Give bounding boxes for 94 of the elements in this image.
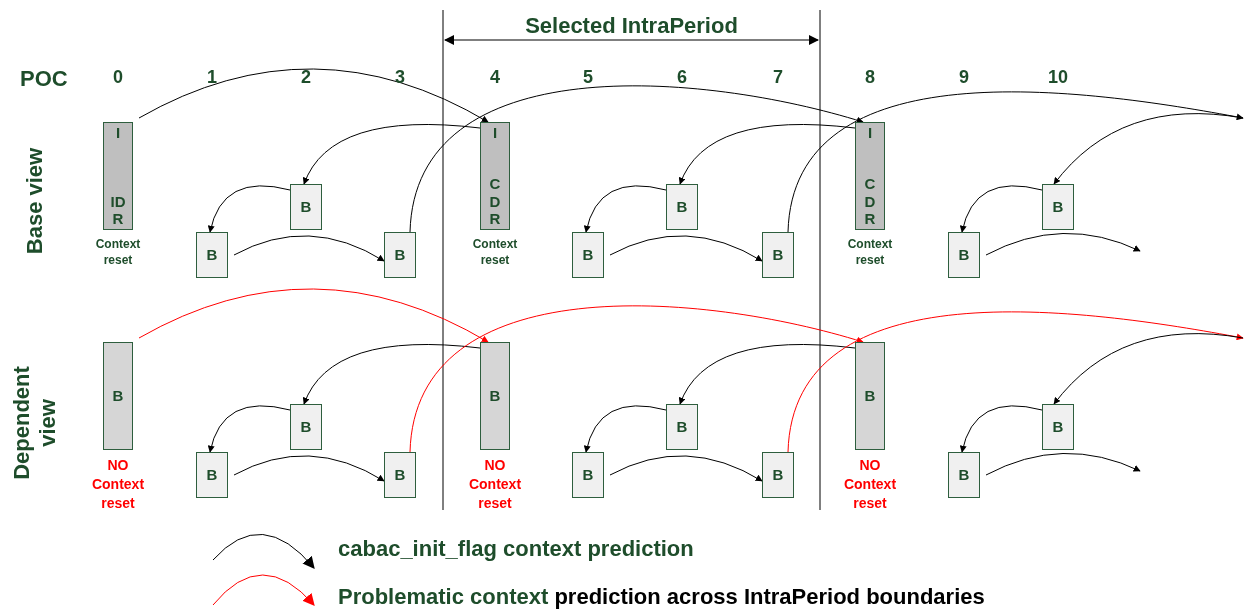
- frame-type-label: B: [958, 246, 970, 264]
- arrow: [138, 288, 489, 343]
- arrow: [584, 185, 667, 233]
- legend-text: Problematic context prediction across IntraPeriod boundaries: [338, 583, 985, 611]
- frame-type-label: B: [206, 246, 218, 264]
- picture-bar: [480, 342, 510, 450]
- poc-number: 3: [394, 66, 406, 89]
- arrow: [787, 311, 1244, 453]
- arrow: [679, 344, 856, 405]
- picture-box: [196, 232, 228, 278]
- picture-box: [572, 232, 604, 278]
- arrow: [1053, 333, 1244, 405]
- poc-number: 10: [1047, 66, 1069, 89]
- frame-type-label: B: [394, 466, 406, 484]
- frame-type-label: B: [676, 198, 688, 216]
- arrow: [208, 405, 291, 453]
- arrow: [303, 124, 481, 185]
- row-label: Base view: [22, 146, 48, 257]
- picture-box: [762, 232, 794, 278]
- arrow: [208, 185, 291, 233]
- picture-box: [1042, 184, 1074, 230]
- poc-number: 6: [676, 66, 688, 89]
- arrow: [1053, 113, 1244, 185]
- arrow: [409, 305, 864, 453]
- frame-type-label: B: [582, 246, 594, 264]
- frame-type-label: B: [958, 466, 970, 484]
- note-text: Context reset: [846, 236, 894, 268]
- frame-type-label: I: [115, 125, 121, 142]
- arrow: [584, 405, 667, 453]
- picture-box: [666, 184, 698, 230]
- poc-number: 8: [864, 66, 876, 89]
- picture-box: [290, 184, 322, 230]
- frame-type-label: CDR: [488, 175, 502, 227]
- arrow: [960, 405, 1043, 453]
- arrow: [787, 91, 1244, 233]
- picture-bar: [480, 122, 510, 230]
- arrow: [985, 233, 1141, 256]
- picture-box: [196, 452, 228, 498]
- frame-type-label: B: [582, 466, 594, 484]
- picture-box: [948, 452, 980, 498]
- row-label: Dependent view: [9, 365, 61, 482]
- picture-box: [572, 452, 604, 498]
- arrow: [303, 344, 481, 405]
- poc-number: 2: [300, 66, 312, 89]
- frame-type-label: B: [489, 387, 501, 405]
- frame-type-label: B: [676, 418, 688, 436]
- arrow: [233, 455, 385, 482]
- frame-type-label: I: [492, 125, 498, 142]
- frame-type-label: CDR: [863, 175, 877, 227]
- picture-box: [762, 452, 794, 498]
- frame-type-label: I: [867, 125, 873, 142]
- frame-type-label: B: [112, 387, 124, 405]
- picture-bar: [103, 342, 133, 450]
- frame-type-label: B: [394, 246, 406, 264]
- note-text: Context reset: [471, 236, 519, 268]
- picture-box: [948, 232, 980, 278]
- frame-type-label: B: [206, 466, 218, 484]
- picture-box: [666, 404, 698, 450]
- frame-type-label: B: [300, 198, 312, 216]
- picture-bar: [855, 122, 885, 230]
- arrow: [409, 85, 864, 233]
- frame-type-label: B: [772, 246, 784, 264]
- picture-box: [1042, 404, 1074, 450]
- axis-label: POC: [20, 65, 68, 93]
- arrow: [138, 68, 489, 123]
- poc-number: 1: [206, 66, 218, 89]
- arrow: [985, 453, 1141, 476]
- arrow: [609, 455, 763, 482]
- poc-number: 4: [489, 66, 501, 89]
- frame-type-label: IDR: [110, 192, 126, 227]
- note-text: NO Context reset: [467, 456, 523, 513]
- arrow: [609, 235, 763, 262]
- frame-type-label: B: [300, 418, 312, 436]
- poc-number: 0: [112, 66, 124, 89]
- arrow: [960, 185, 1043, 233]
- arrow: [233, 235, 385, 262]
- frame-type-label: B: [1052, 198, 1064, 216]
- picture-bar: [855, 342, 885, 450]
- picture-bar: [103, 122, 133, 230]
- poc-number: 7: [772, 66, 784, 89]
- legend-text: cabac_init_flag context prediction: [338, 535, 694, 563]
- dimension-label: Selected IntraPeriod: [524, 12, 739, 40]
- note-text: NO Context reset: [842, 456, 898, 513]
- frame-type-label: B: [864, 387, 876, 405]
- note-text: Context reset: [94, 236, 142, 268]
- poc-number: 5: [582, 66, 594, 89]
- arrow: [679, 124, 856, 185]
- frame-type-label: B: [772, 466, 784, 484]
- poc-number: 9: [958, 66, 970, 89]
- picture-box: [290, 404, 322, 450]
- note-text: NO Context reset: [90, 456, 146, 513]
- picture-box: [384, 232, 416, 278]
- picture-box: [384, 452, 416, 498]
- frame-type-label: B: [1052, 418, 1064, 436]
